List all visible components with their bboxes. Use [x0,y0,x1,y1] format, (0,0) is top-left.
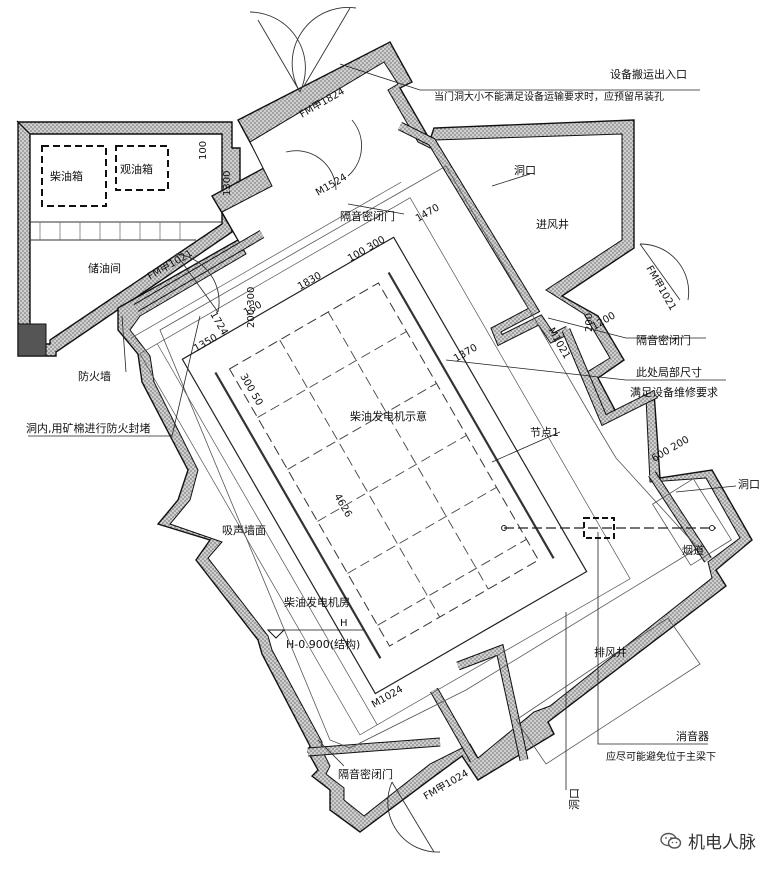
dim-200: 200 [584,313,595,332]
label-flue: 烟道 [682,543,704,557]
interior-wall-top-shaft-hatch [398,122,570,345]
label-sound-door-right: 隔音密闭门 [636,333,691,347]
tag-fm1021-right: FM甲1021 [643,264,677,313]
label-sound-door-bottom: 隔音密闭门 [338,767,393,781]
oil-room-curb-ticks [39,222,181,240]
oil-room-walls [16,120,265,357]
leader-node [491,431,561,463]
door-m1524-swing [285,119,362,191]
generator-schematic [130,181,631,736]
label-intake-shaft: 进风井 [536,217,569,231]
leaders [28,63,737,790]
interior-wall-right-corridor-hatch [562,328,658,425]
label-exhaust-shaft: 排风井 [594,645,627,659]
label-gen-room: 柴油发电机房 [284,595,350,609]
leader-muffler [597,532,708,745]
exhaust-shaft-box [515,617,701,765]
elevation-symbol [266,629,364,639]
label-sound-door-top: 隔音密闭门 [340,209,395,223]
interior-wall-bottom-shaft-hatch [430,645,528,762]
watermark: 机电人脉 [660,828,756,853]
flue-box [652,478,732,566]
leader-sound-door-right [547,317,706,339]
muffler-symbol [583,517,615,539]
door-fm1021-right-swing [639,243,690,301]
duct-end-left [501,525,507,531]
label-equip-note: 当门洞大小不能满足设备运输要求时，应预留吊装孔 [434,90,664,103]
generator-body [228,282,540,647]
label-acoustic-wall: 吸声墙面 [222,523,266,537]
oil-tank-box [41,145,107,207]
label-opening-1: 洞口 [514,164,536,177]
label-node: 节点1 [530,426,559,439]
label-opening-3: 洞口 [568,788,581,810]
label-observe-tank: 观油箱 [120,162,153,176]
doors [175,7,690,853]
door-fm1024-bottom-swing [387,781,441,853]
oil-room-column [17,323,47,357]
interior-wall-bottom-room-hatch [307,738,441,756]
leader-sealing [28,315,201,437]
leader-fire-wall [121,315,127,373]
watermark-text: 机电人脉 [688,833,756,853]
wechat-icon [660,832,682,849]
door-fm1021-left-swing [175,253,220,313]
label-muffler-note: 应尽可能避免位于主梁下 [606,750,716,763]
leader-local-size [445,359,726,381]
main-building [117,41,753,833]
label-fire-wall: 防火墙 [78,369,111,383]
label-opening-2: 洞口 [738,478,760,491]
label-local-size-2: 满足设备维修要求 [630,385,718,399]
label-sealing-note: 洞内,用矿棉进行防火封堵 [26,421,151,435]
label-gen-schematic: 柴油发电机示意 [350,409,427,423]
leader-sound-door-bottom [317,739,345,767]
dim-1300: 1300 [222,171,233,196]
leader-sound-door-top [347,203,405,215]
interior-wall-flue-hatch [649,472,711,562]
dimension-1830-line [130,181,402,339]
leader-opening-2 [675,485,737,493]
label-equip-entry: 设备搬运出入口 [610,67,687,81]
interior-wall-left-room-hatch [134,230,264,312]
dim-100: 100 [198,141,209,160]
label-local-size-1: 此处局部尺寸 [636,365,702,379]
observe-tank-box [115,145,169,191]
generator-base-rails [214,271,555,659]
label-oil-room: 储油间 [88,261,121,275]
leader-equip-entry [339,63,700,91]
oil-room-wall [16,120,265,357]
label-muffler: 消音器 [676,729,709,743]
duct-end-right [709,525,715,531]
label-elevation: H-0.900(结构) [286,637,360,651]
dim-200-300: 200 300 [246,287,257,328]
dimension-4626-line [156,343,378,725]
generator-outline [139,197,631,736]
acoustic-lining [159,165,699,749]
door-fm1824-swing [249,7,357,93]
leader-opening-1 [491,173,531,187]
label-elevation-h: H [340,618,348,629]
exhaust-duct [501,517,716,539]
generator-pad [181,236,588,695]
label-oil-tank: 柴油箱 [50,169,83,183]
